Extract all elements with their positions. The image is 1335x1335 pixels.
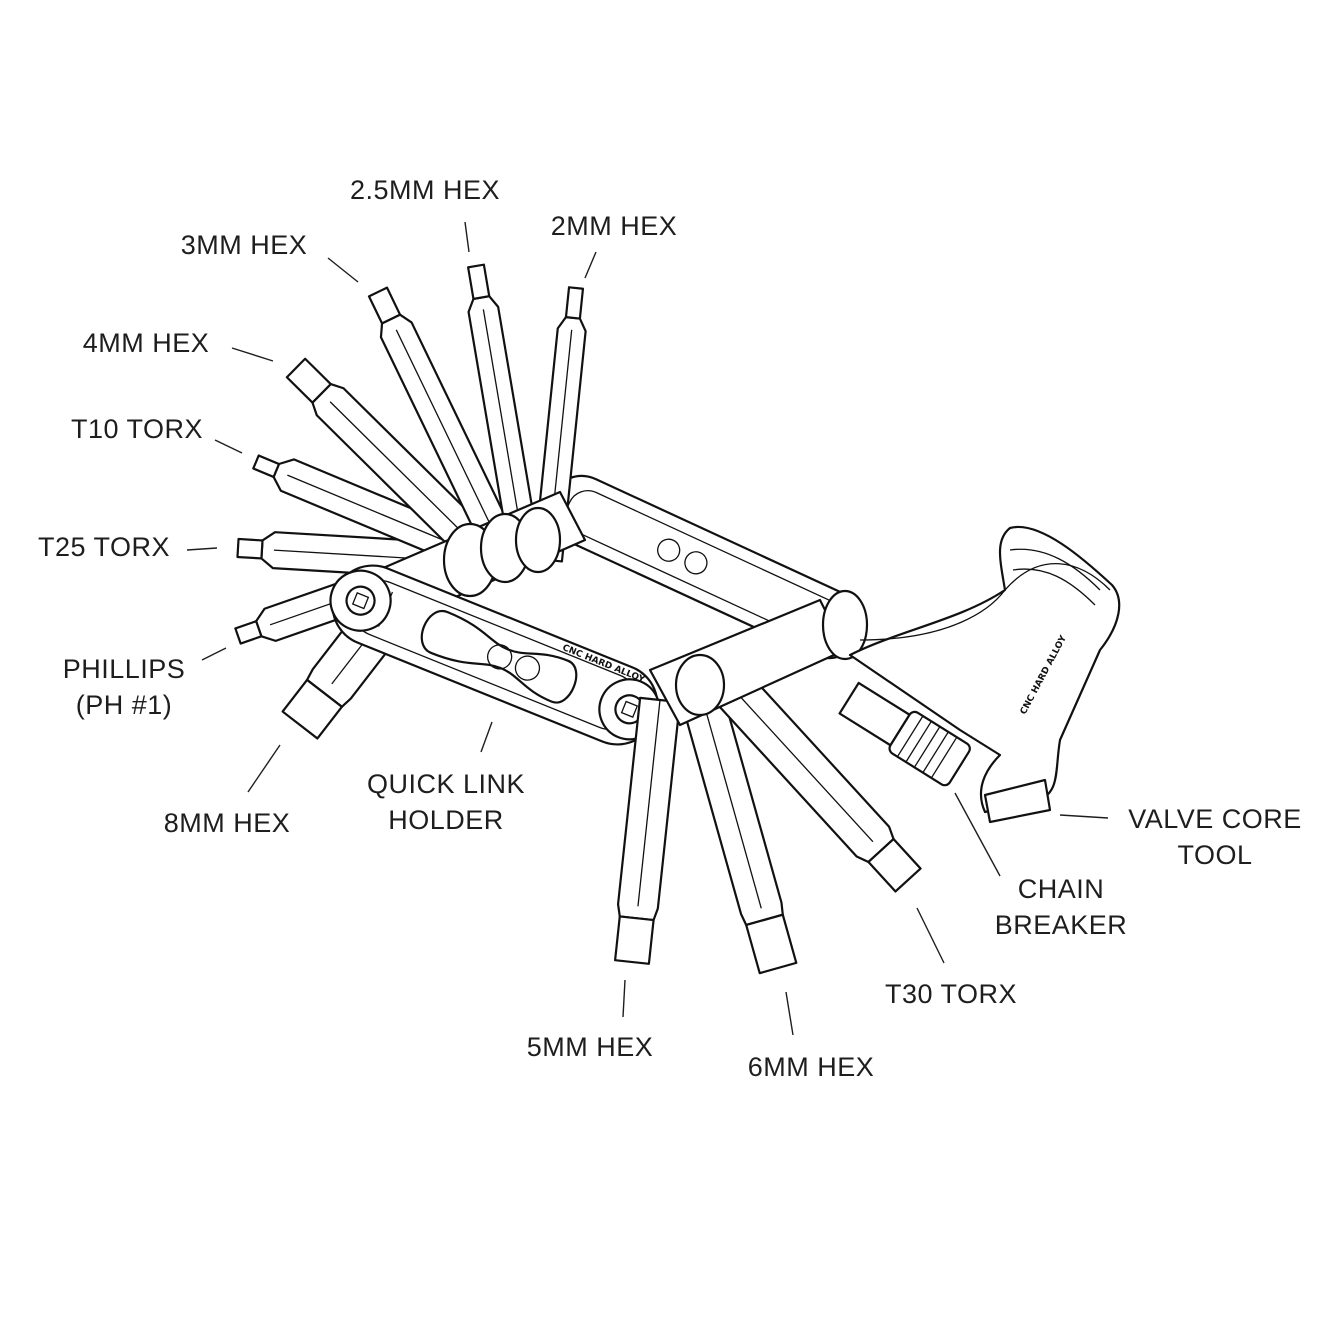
pivot-bolt-left [329,569,392,632]
label-6mm-hex: 6MM HEX [748,1052,875,1082]
chain-breaker: CNC HARD ALLOY [838,525,1121,824]
label-chain: CHAIN [1018,874,1105,904]
chain-breaker-pin [838,681,971,787]
label-tool: TOOL [1177,840,1252,870]
label-phillips: PHILLIPS [63,654,186,684]
labels: 2.5MM HEX 2MM HEX 3MM HEX 4MM HEX T10 TO… [38,175,1302,1082]
label-2mm-hex: 2MM HEX [551,211,678,241]
label-t10-torx: T10 TORX [71,414,203,444]
label-valve-core: VALVE CORE [1128,804,1302,834]
label-2-5mm-hex: 2.5MM HEX [350,175,500,205]
label-5mm-hex: 5MM HEX [527,1032,654,1062]
quick-link-holder [420,609,578,704]
label-8mm-hex: 8MM HEX [164,808,291,838]
bottom-bits [613,664,922,975]
bottom-barrel [648,589,869,727]
4mm-hex-bit [285,357,490,560]
5mm-hex-bit [613,696,681,965]
label-t25-torx: T25 TORX [38,532,170,562]
top-bits [234,263,587,740]
label-3mm-hex: 3MM HEX [181,230,308,260]
label-phillips-size: (PH #1) [76,690,173,720]
leader-lines [186,221,1109,1036]
label-breaker: BREAKER [995,910,1128,940]
valve-core-tool [983,778,1052,824]
label-quick-link: QUICK LINK [367,769,525,799]
label-t30-torx: T30 TORX [885,979,1017,1009]
label-4mm-hex: 4MM HEX [83,328,210,358]
front-side-plate: CNC HARD ALLOY LEZYNE [329,564,661,746]
label-holder: HOLDER [388,805,504,835]
